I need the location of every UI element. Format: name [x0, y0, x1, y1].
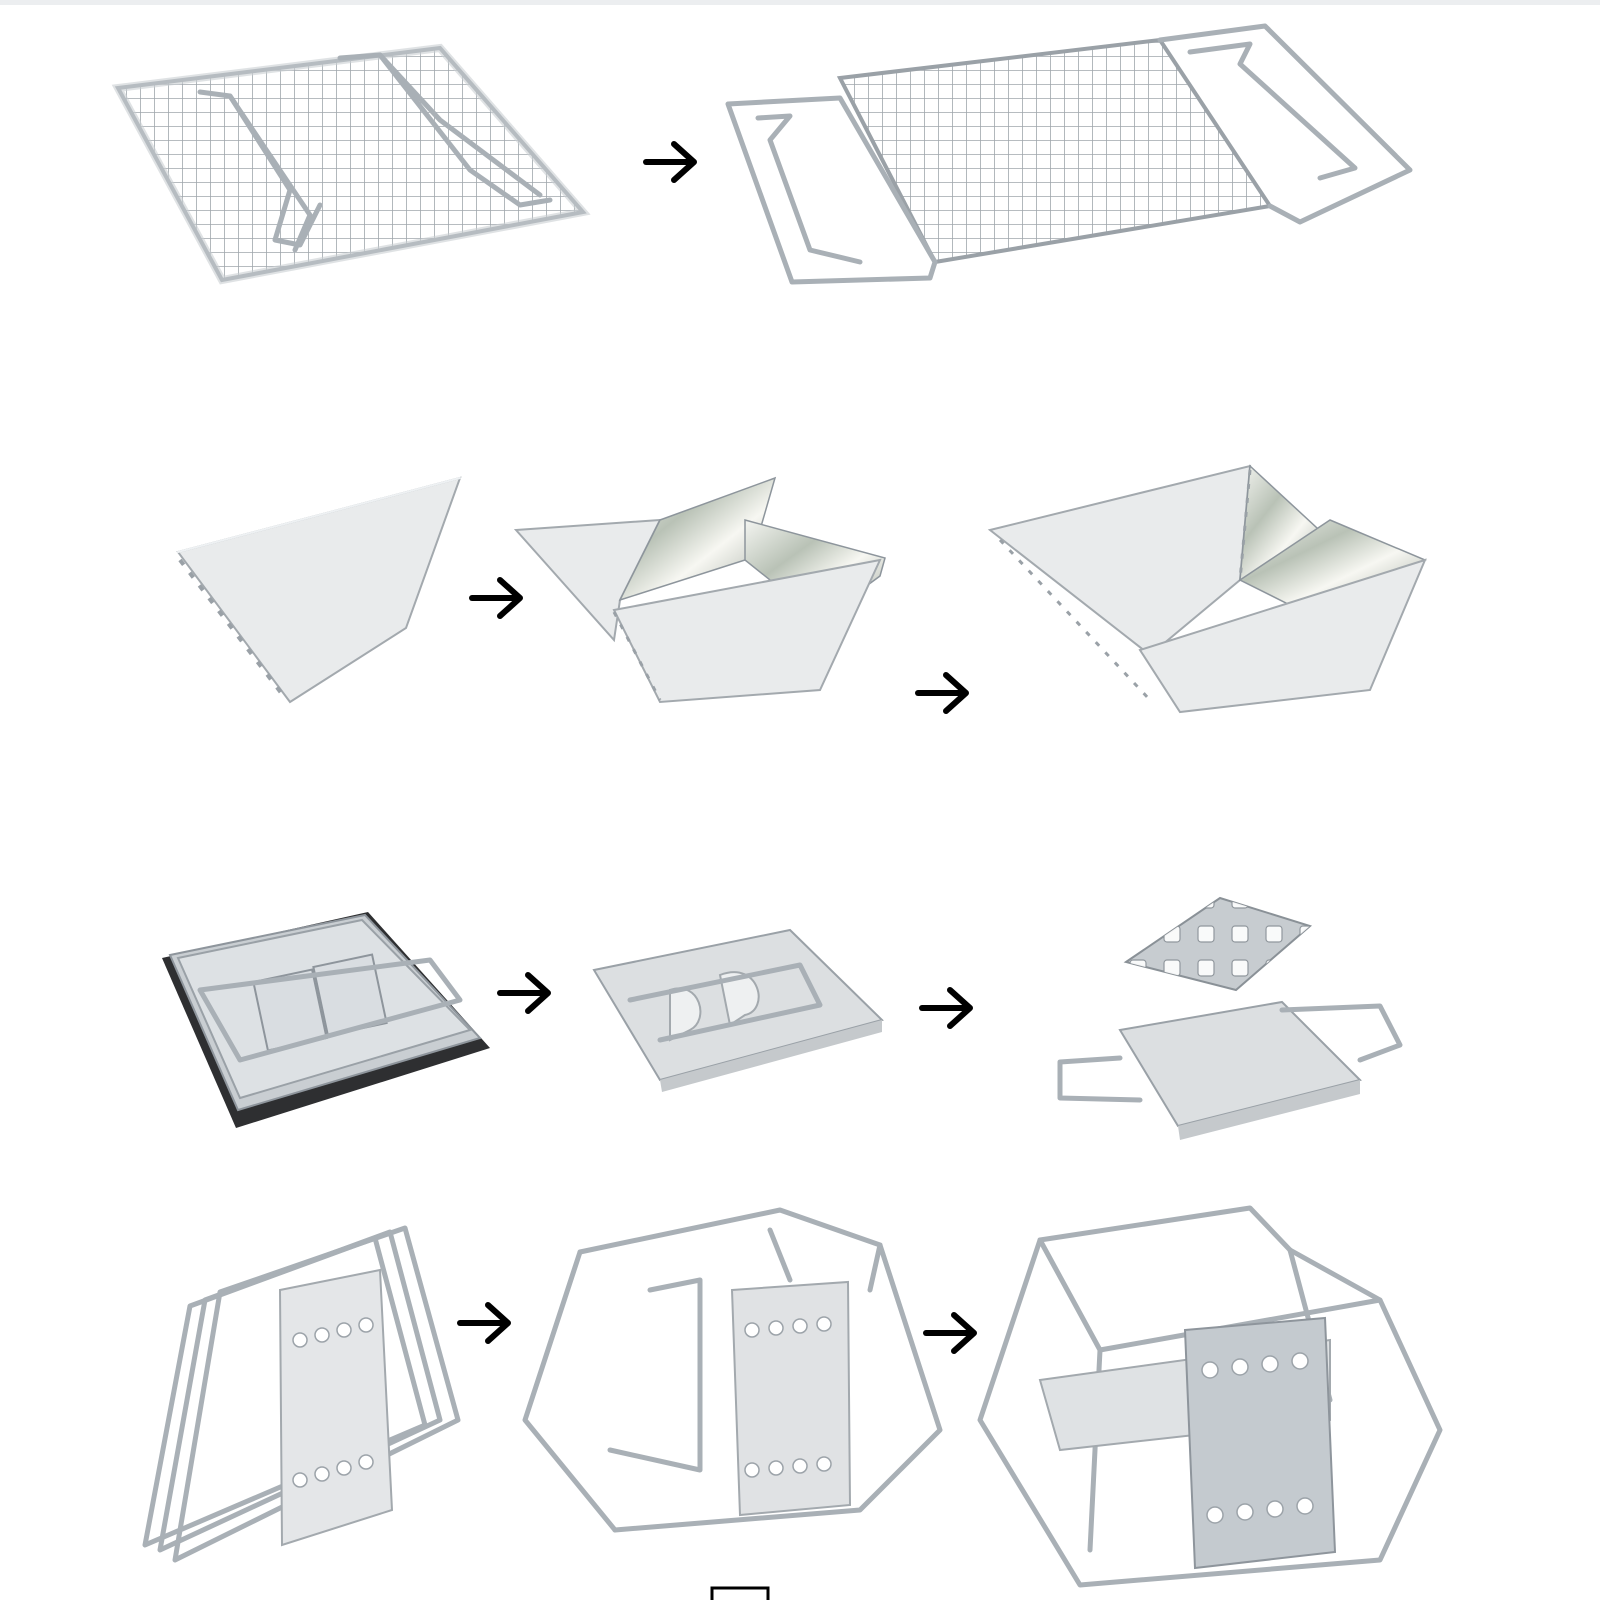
- ash-tray-packed: [162, 912, 490, 1128]
- stand-frame-half-open: [522, 1207, 943, 1533]
- right-arrow-icon: [923, 1312, 977, 1354]
- right-arrow-icon: [915, 672, 969, 714]
- right-arrow-icon: [919, 987, 973, 1029]
- grill-grate-folded: [111, 43, 591, 285]
- stand-frame-folded: [142, 1225, 461, 1563]
- ash-tray-opened: [592, 928, 884, 1092]
- ash-tray-separated: [1057, 896, 1403, 1140]
- fire-bowl-open: [987, 464, 1427, 714]
- right-arrow-icon: [457, 1302, 511, 1344]
- fire-bowl-flat: [176, 476, 462, 704]
- right-arrow-icon: [497, 972, 551, 1014]
- grill-grate-unfolded: [725, 23, 1413, 285]
- stand-frame-assembled: [977, 1205, 1443, 1588]
- cropped-box-outline: [710, 1586, 770, 1600]
- fire-bowl-half-open: [513, 476, 886, 704]
- right-arrow-icon: [643, 141, 697, 183]
- top-divider: [0, 0, 1600, 5]
- right-arrow-icon: [469, 577, 523, 619]
